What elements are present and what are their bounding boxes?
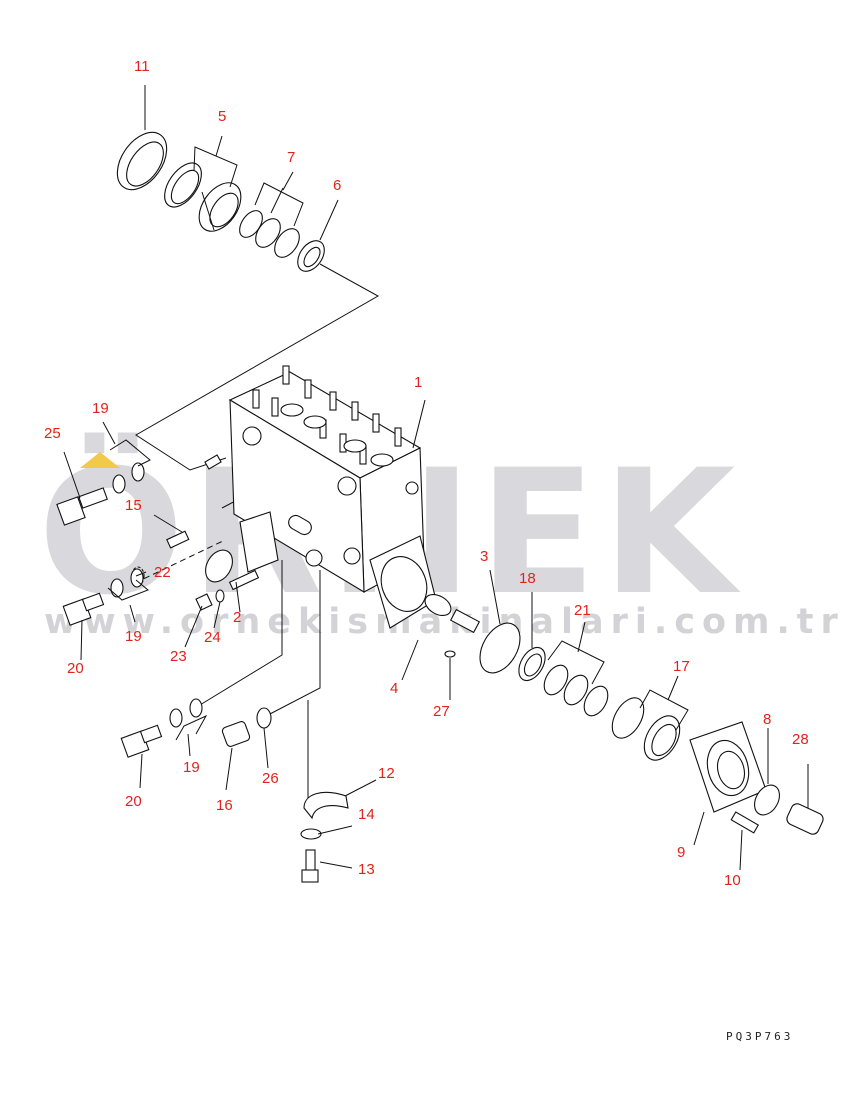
part-3-o-ring xyxy=(479,622,521,674)
part-23-nut xyxy=(195,593,213,611)
part-14-washer xyxy=(300,828,322,840)
callout-9: 9 xyxy=(677,844,685,861)
callout-25: 25 xyxy=(44,425,61,442)
callout-27: 27 xyxy=(433,703,450,720)
callout-2: 2 xyxy=(233,609,241,626)
callout-21: 21 xyxy=(574,602,591,619)
part-4-flange-shaft xyxy=(369,535,481,634)
part-19-washers-mid xyxy=(110,568,144,598)
part-11-ring xyxy=(116,131,168,191)
part-26-washer xyxy=(256,707,272,729)
part-21-shims xyxy=(543,664,609,717)
callout-18: 18 xyxy=(519,570,536,587)
callout-12: 12 xyxy=(378,765,395,782)
callout-8: 8 xyxy=(763,711,771,728)
part-13-bolt xyxy=(301,849,319,883)
part-22-gasket xyxy=(131,549,233,586)
part-12-clamp xyxy=(303,791,349,820)
part-15-bolt xyxy=(166,530,190,549)
callout-16: 16 xyxy=(216,797,233,814)
part-6-seal xyxy=(297,240,325,272)
part-16-plug xyxy=(221,721,251,747)
part-25-banjo-bolt xyxy=(56,487,108,526)
part-1-pump-body xyxy=(204,365,425,593)
callout-7: 7 xyxy=(287,149,295,166)
callout-1: 1 xyxy=(414,374,422,391)
callout-14: 14 xyxy=(358,806,375,823)
part-28-plug xyxy=(786,803,824,835)
drawing-code: PQ3P763 xyxy=(726,1030,793,1043)
part-19-washers-bottom xyxy=(169,698,203,728)
callout-23: 23 xyxy=(170,648,187,665)
watermark-accent-icon xyxy=(80,452,120,468)
part-20-bolt-bottom xyxy=(120,724,163,758)
part-17-bearing xyxy=(611,697,681,761)
part-19-washers-top xyxy=(112,462,145,494)
part-9-housing xyxy=(689,721,767,813)
assembly-guide-lines xyxy=(134,263,380,800)
callout-10: 10 xyxy=(724,872,741,889)
callout-3: 3 xyxy=(480,548,488,565)
callout-19-bottom: 19 xyxy=(183,759,200,776)
callout-17: 17 xyxy=(673,658,690,675)
callout-26: 26 xyxy=(262,770,279,787)
callout-19-top: 19 xyxy=(92,400,109,417)
part-20-bolt-top xyxy=(62,592,105,626)
part-24-washer xyxy=(215,589,225,603)
callout-labels: 11 5 7 6 1 19 25 15 22 3 18 21 2 19 20 2… xyxy=(44,58,809,889)
callout-5: 5 xyxy=(218,108,226,125)
callout-15: 15 xyxy=(125,497,142,514)
callout-28: 28 xyxy=(792,731,809,748)
part-8-seal xyxy=(754,784,780,816)
callout-4: 4 xyxy=(390,680,398,697)
leader-lines xyxy=(63,85,809,871)
callout-20-top: 20 xyxy=(67,660,84,677)
callout-11: 11 xyxy=(134,58,150,75)
part-27-key xyxy=(444,650,456,658)
callout-24: 24 xyxy=(204,629,221,646)
part-5-bearing xyxy=(164,162,242,232)
part-10-bolt xyxy=(730,811,760,834)
callout-13: 13 xyxy=(358,861,375,878)
callout-19-mid: 19 xyxy=(125,628,142,645)
callout-22: 22 xyxy=(154,564,171,581)
part-7-shims xyxy=(239,210,300,258)
callout-6: 6 xyxy=(333,177,341,194)
part-18-ring xyxy=(518,646,546,682)
callout-20-bottom: 20 xyxy=(125,793,142,810)
